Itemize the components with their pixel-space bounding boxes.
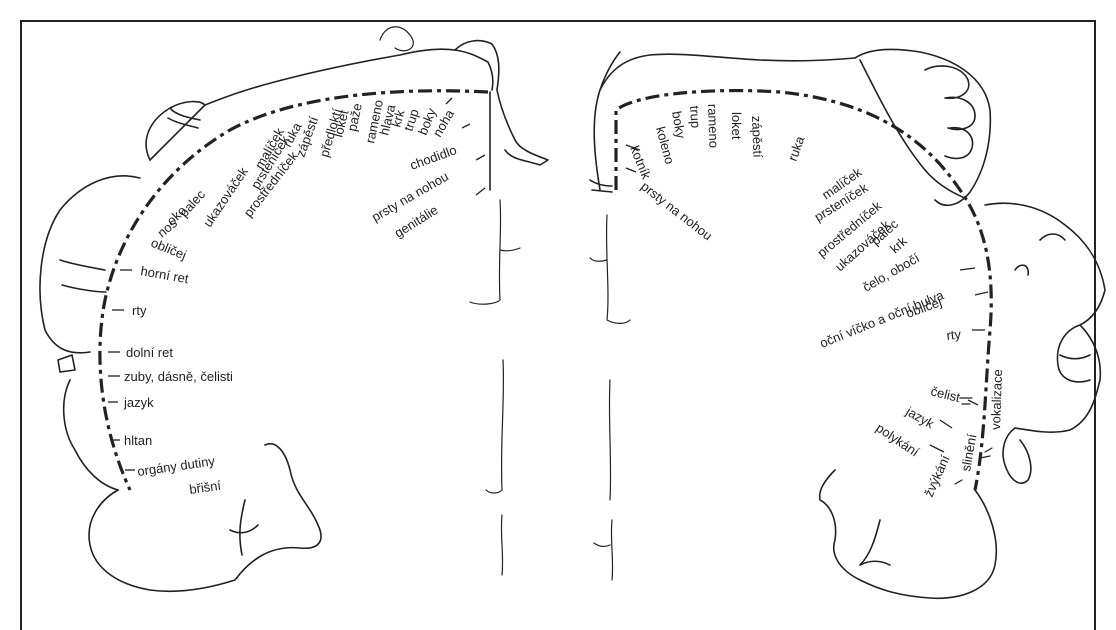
sensory-label-jazyk: jazyk [123, 395, 154, 410]
motor-lower-outline [820, 470, 997, 598]
sensory-label-horni-ret: horní ret [139, 263, 190, 286]
motor-label-rty: rty [946, 327, 962, 343]
sensory-label-dolni-ret: dolní ret [126, 345, 173, 360]
motor-label-kotnik: kotník [627, 144, 654, 182]
motor-sulcus [860, 520, 890, 565]
sensory-sulcus [230, 500, 258, 555]
motor-label-prsty-na-nohou: prsty na nohou [638, 179, 715, 244]
motor-throat [1003, 428, 1031, 483]
motor-homunculus: prsty na nohou kotník koleno boky trup r… [590, 50, 1105, 599]
motor-label-ocni-vicko: oční víčko a oční bulva [818, 287, 947, 351]
sensory-jaw [58, 355, 118, 490]
sensory-label-oblicej: obličej [149, 235, 189, 263]
motor-label-polykani: polykání [873, 420, 922, 460]
motor-label-zvykani: žvýkání [921, 453, 953, 500]
motor-label-slineni: slinění [958, 433, 979, 473]
sensory-label-chodidlo: chodidlo [408, 142, 459, 173]
motor-fingers [925, 66, 975, 158]
sensory-hand [146, 102, 205, 160]
motor-label-trup: trup [687, 105, 704, 128]
motor-label-loket: loket [729, 112, 744, 140]
motor-mouth [1057, 325, 1090, 382]
sensory-foot [380, 27, 413, 51]
motor-body-outline [594, 54, 855, 190]
motor-hand [855, 50, 990, 206]
sensory-label-zuby: zuby, dásně, čelisti [124, 369, 233, 384]
sensory-face [40, 176, 140, 353]
sensory-leg [455, 41, 548, 165]
motor-label-vokalizace: vokalizace [988, 369, 1005, 430]
sensory-label-rty: rty [132, 303, 147, 318]
sensory-label-brisni: břišní [188, 478, 222, 497]
sensory-homunculus: genitálie prsty na nohou chodidlo noha b… [40, 27, 548, 591]
motor-label-ruka: ruka [785, 133, 808, 163]
motor-label-boky: boky [669, 110, 689, 140]
sensory-label-hltan: hltan [124, 433, 152, 448]
motor-label-jazyk: jazyk [903, 403, 937, 432]
motor-label-zapesti: zápěstí [749, 116, 765, 159]
central-sulci [470, 200, 630, 580]
motor-label-celo: čelo, obočí [860, 250, 922, 295]
sensory-label-organy: orgány dutiny [136, 453, 216, 479]
motor-label-rameno: rameno [705, 104, 722, 149]
motor-label-celist: čelist [929, 383, 962, 405]
